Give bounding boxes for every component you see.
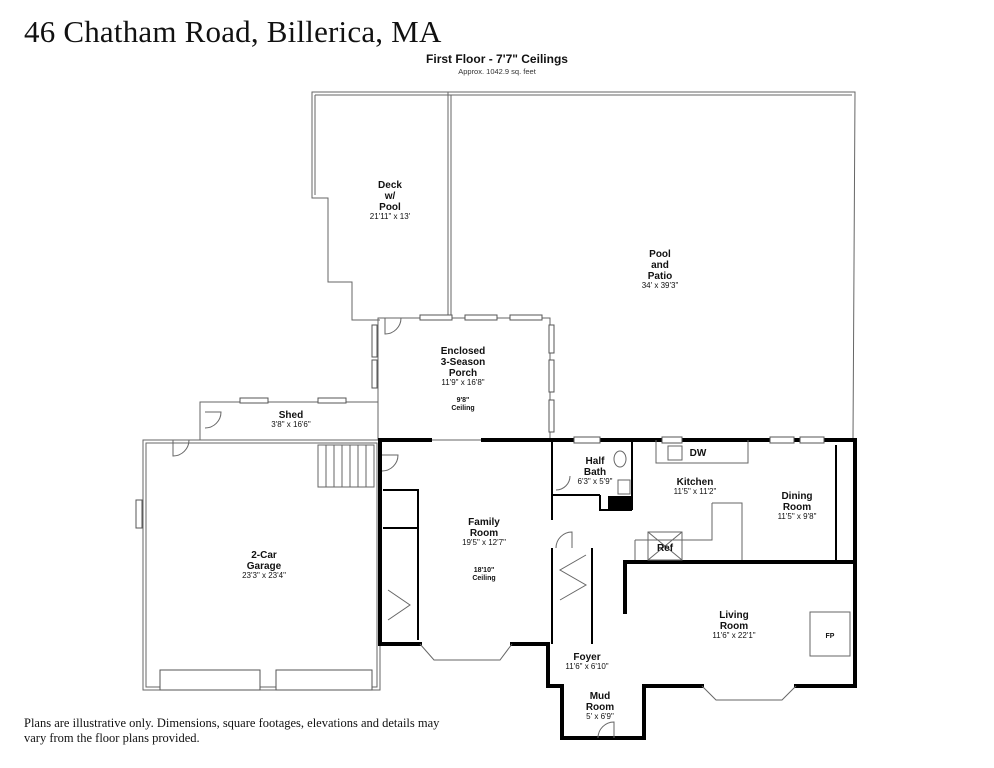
- room-label: Mud: [590, 691, 611, 702]
- deck-outline: [311, 91, 448, 321]
- room-label: Pool: [379, 202, 401, 213]
- room-dims: 21'11" x 13': [370, 212, 411, 221]
- dishwasher-label: DW: [690, 448, 707, 459]
- ceiling-label: Ceiling: [451, 405, 474, 412]
- room-dims: 6'3" x 5'9": [578, 477, 613, 486]
- room-label: Shed: [279, 410, 303, 421]
- room-dims: 11'5" x 9'8": [778, 512, 817, 521]
- room-dining: Dining Room 11'5" x 9'8": [778, 491, 817, 521]
- ceiling-label: 9'8": [457, 397, 470, 404]
- disclaimer: Plans are illustrative only. Dimensions,…: [24, 716, 440, 745]
- room-family: Family Room 19'5" x 12'7" 18'10" Ceiling: [462, 517, 506, 582]
- room-pool: Pool and Patio 34' x 39'3": [642, 249, 679, 290]
- room-mud: Mud Room 5' x 6'9": [586, 691, 614, 721]
- room-label: Bath: [584, 467, 606, 478]
- room-label: Family: [468, 517, 500, 528]
- room-label: Room: [470, 528, 498, 539]
- room-label: Garage: [247, 561, 282, 572]
- room-label: Foyer: [573, 652, 600, 663]
- room-living: Living Room 11'6" x 22'1": [712, 610, 755, 640]
- room-label: Room: [783, 502, 811, 513]
- room-dims: 34' x 39'3": [642, 281, 679, 290]
- floor-title: First Floor - 7'7" Ceilings: [426, 52, 568, 66]
- fireplace-label: FP: [826, 633, 835, 640]
- room-dims: 11'6" x 6'10": [565, 662, 608, 671]
- room-label: Deck: [378, 180, 402, 191]
- ceiling-label: Ceiling: [472, 575, 495, 582]
- room-porch: Enclosed 3-Season Porch 11'9" x 16'8" 9'…: [441, 346, 485, 412]
- porch-outline: [371, 314, 555, 441]
- floor-area: Approx. 1042.9 sq. feet: [458, 67, 536, 76]
- page-title: 46 Chatham Road, Billerica, MA: [24, 14, 442, 49]
- garage-outline: [135, 439, 381, 691]
- room-label: Porch: [449, 368, 477, 379]
- room-label: Dining: [781, 491, 812, 502]
- room-label: 3-Season: [441, 357, 485, 368]
- interior-walls: [381, 440, 857, 739]
- refrigerator-label: Ref: [657, 543, 674, 554]
- room-dims: 5' x 6'9": [586, 712, 614, 721]
- room-half-bath: Half Bath 6'3" x 5'9": [578, 456, 613, 486]
- room-shed: Shed 3'8" x 16'6": [271, 410, 311, 429]
- room-label: Enclosed: [441, 346, 485, 357]
- room-dims: 11'9" x 16'8": [441, 378, 484, 387]
- room-deck: Deck w/ Pool 21'11" x 13': [370, 180, 411, 221]
- ceiling-label: 18'10": [474, 567, 495, 574]
- room-dims: 23'3" x 23'4": [242, 571, 286, 580]
- room-label: Pool: [649, 249, 671, 260]
- room-dims: 3'8" x 16'6": [271, 420, 311, 429]
- room-dims: 11'5" x 11'2": [674, 487, 717, 496]
- room-label: Patio: [648, 271, 672, 282]
- room-label: w/: [384, 191, 396, 202]
- room-dims: 11'6" x 22'1": [712, 631, 755, 640]
- room-label: Room: [720, 621, 748, 632]
- room-label: and: [651, 260, 669, 271]
- room-label: Kitchen: [677, 477, 714, 488]
- pool-patio-outline: [315, 91, 856, 439]
- room-label: Living: [719, 610, 748, 621]
- room-dims: 19'5" x 12'7": [462, 538, 506, 547]
- room-kitchen: Kitchen 11'5" x 11'2": [674, 477, 717, 496]
- room-label: 2-Car: [251, 550, 277, 561]
- room-label: Room: [586, 702, 614, 713]
- room-garage: 2-Car Garage 23'3" x 23'4": [242, 550, 286, 580]
- room-foyer: Foyer 11'6" x 6'10": [565, 652, 608, 671]
- room-label: Half: [586, 456, 606, 467]
